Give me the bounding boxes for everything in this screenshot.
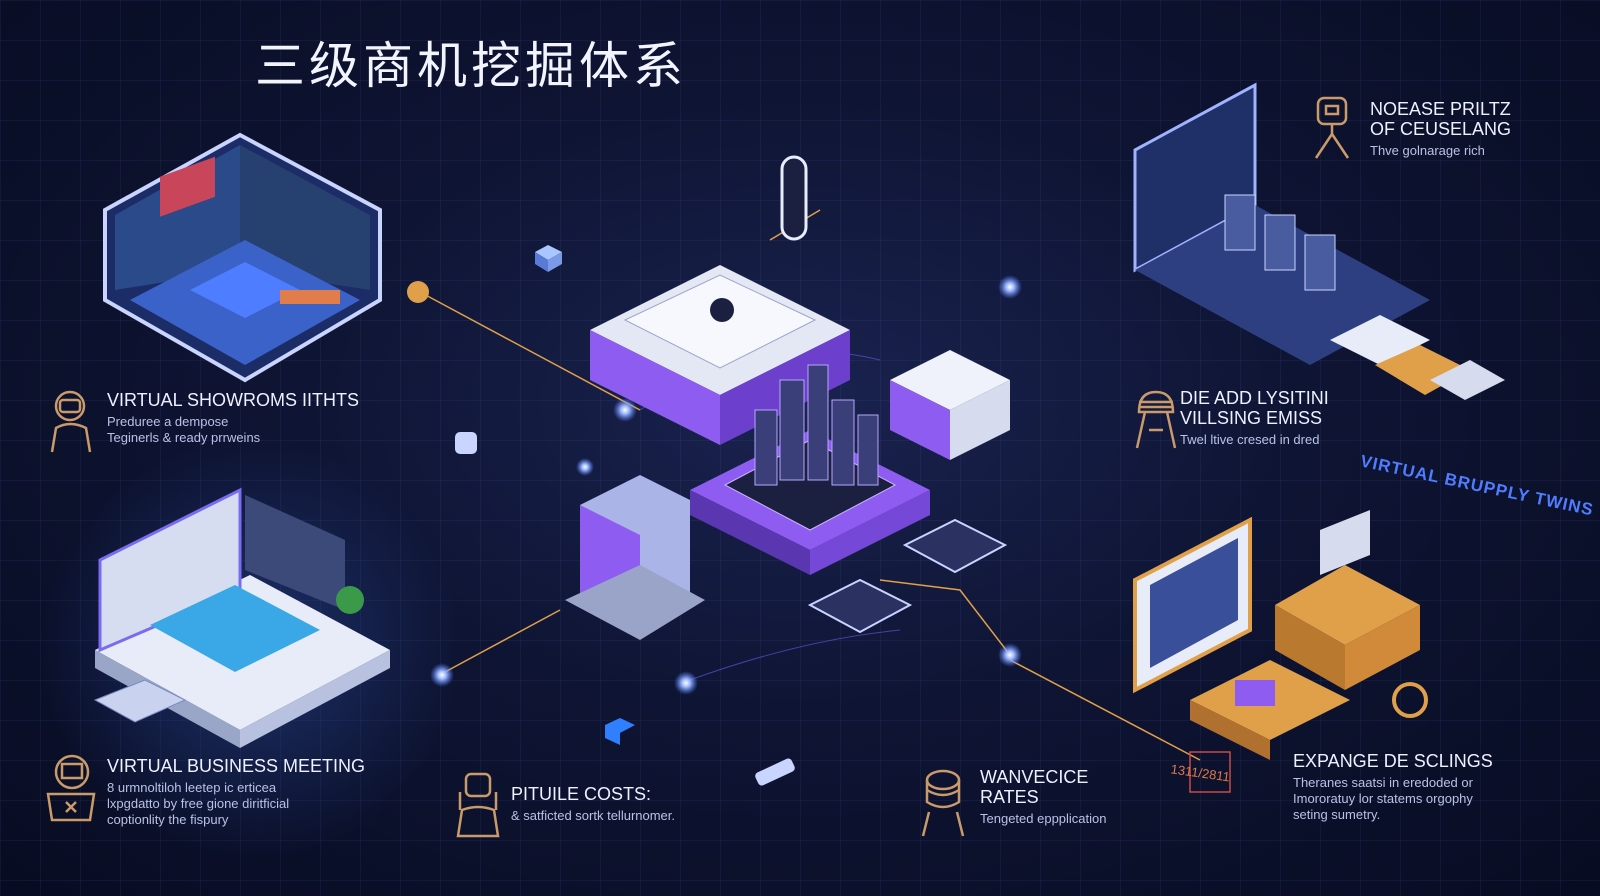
block-line: lxpgdatto by free gione diritficial — [107, 796, 290, 811]
monitor-head-person-icon — [1314, 96, 1350, 159]
block-title: PITUILE COSTS: — [511, 784, 652, 804]
block-title: OF CEUSELANG — [1370, 119, 1512, 139]
block-title: NOEASE PRILTZ — [1370, 99, 1511, 119]
helmet-person-icon — [1135, 390, 1177, 449]
block-line: Twel ltive cresed in dred — [1180, 432, 1320, 447]
block-title: VIRTUAL SHOWROMS IITHTS — [107, 390, 360, 410]
block-line: Tengeted eppplication — [980, 811, 1107, 826]
block-line: Thve golnarage rich — [1370, 143, 1485, 158]
presentation-board-icon — [46, 754, 96, 822]
block-title: WANVECICE — [980, 767, 1089, 787]
factory-illustration — [1133, 82, 1505, 400]
block-rates: WANVECICE RATES Tengeted eppplication — [980, 767, 1107, 827]
block-did-add: DIE ADD LYSITINI VILLSING EMISS Twel lti… — [1180, 388, 1329, 448]
block-expange: EXPANGE DE SCLINGS Theranes saatsi in er… — [1293, 751, 1493, 823]
block-line: Theranes saatsi in eredoded or — [1293, 775, 1473, 790]
block-line: Preduree a dempose — [107, 414, 229, 429]
block-costs: PITUILE COSTS: & satficted sortk tellurn… — [511, 784, 675, 824]
block-title: EXPANGE DE SCLINGS — [1293, 751, 1493, 771]
block-virtual-showrooms: VIRTUAL SHOWROMS IITHTS Preduree a dempo… — [107, 390, 359, 446]
block-title: DIE ADD LYSITINI — [1180, 388, 1329, 408]
block-noease: NOEASE PRILTZ OF CEUSELANG Thve golnarag… — [1370, 99, 1511, 159]
block-title: VIRTUAL BUSINESS MEETING — [107, 756, 366, 776]
block-line: & satficted sortk tellurnomer. — [511, 808, 676, 823]
city-towers — [754, 364, 879, 486]
workstation-illustration — [1133, 510, 1428, 760]
floating-items — [455, 245, 795, 786]
headset-person-icon — [50, 390, 92, 453]
counter-label: 1311/2811 — [1170, 761, 1231, 784]
block-title: RATES — [980, 787, 1039, 807]
block-line: coptionlity the fispury — [107, 812, 229, 827]
block-virtual-business-meeting: VIRTUAL BUSINESS MEETING 8 urmnoltiloh l… — [107, 756, 365, 828]
virtual-showroom-illustration — [103, 132, 382, 383]
block-line: seting sumetry. — [1293, 807, 1381, 822]
block-title: VILLSING EMISS — [1180, 408, 1323, 428]
glow-nodes — [407, 275, 1022, 695]
counter-frame — [1189, 751, 1231, 793]
stacked-coins-person-icon — [921, 769, 965, 837]
robot-person-icon — [456, 772, 500, 838]
page-title: 三级商机挖掘体系 — [255, 37, 687, 95]
connection-lines — [419, 209, 1201, 761]
central-platform-illustration — [565, 155, 1010, 640]
virtual-meeting-illustration — [93, 487, 390, 748]
block-line: Teginerls & ready prrweins — [107, 430, 261, 445]
block-line: 8 urmnoltiloh leetep ic erticea — [107, 780, 277, 795]
block-line: Imororatuy lor statems orgophy — [1293, 791, 1473, 806]
